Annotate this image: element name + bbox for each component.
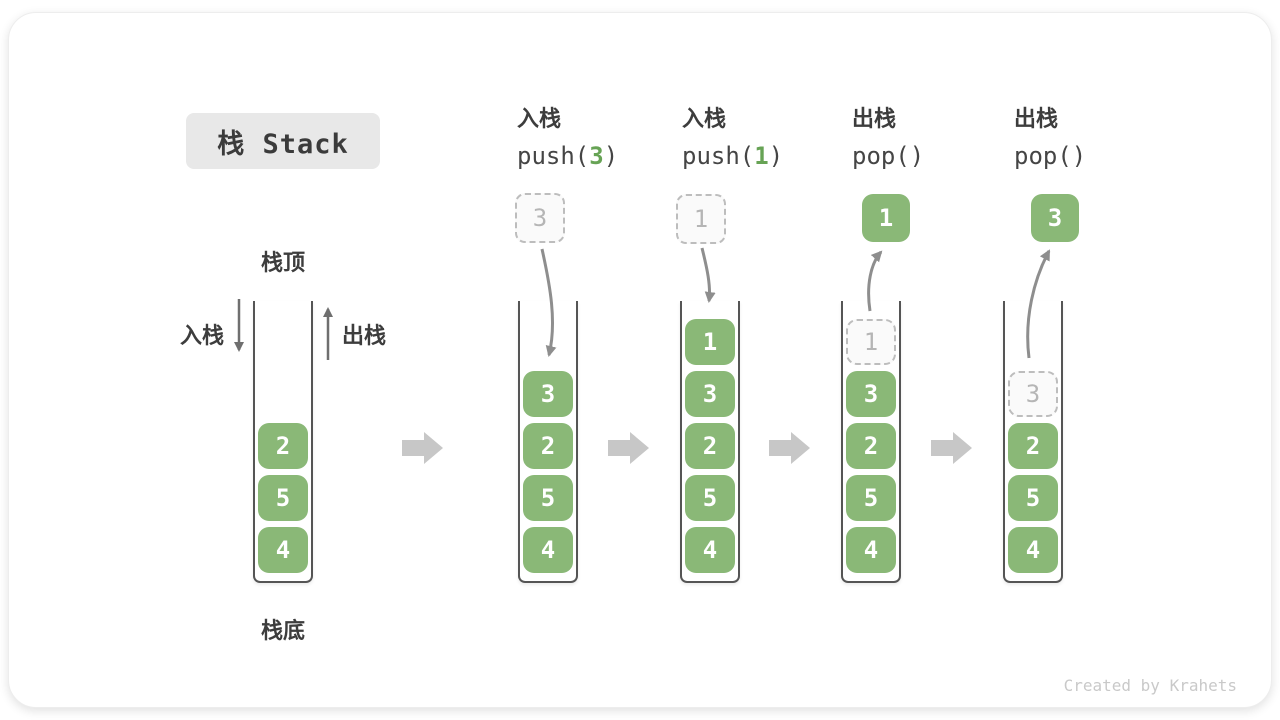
stack-cell-ghost: 1 [846, 319, 896, 365]
title-text: 栈 Stack [217, 128, 349, 160]
stack-cell: 2 [846, 423, 896, 469]
code-arg: 1 [754, 142, 769, 170]
stack-container-after-push-1 [680, 301, 740, 583]
stack-cell: 4 [523, 527, 573, 573]
pop-side-label: 出栈 [342, 323, 387, 348]
operation-code: push(1) [682, 141, 842, 171]
operation-label-push-3: 入栈 push(3) [517, 106, 677, 171]
stack-cell: 5 [523, 475, 573, 521]
operation-code: pop() [1014, 141, 1174, 171]
stack-cell: 1 [685, 319, 735, 365]
stack-cell: 5 [258, 475, 308, 521]
floating-value-ghost: 1 [676, 194, 726, 244]
push-side-label: 入栈 [179, 323, 224, 348]
operation-label-pop-1: 出栈 pop() [852, 106, 1012, 171]
code-pre: pop( [852, 142, 910, 170]
stack-top-label: 栈顶 [260, 250, 305, 275]
stack-cell: 3 [685, 371, 735, 417]
stack-cell: 5 [846, 475, 896, 521]
stack-cell-ghost: 3 [1008, 371, 1058, 417]
floating-value-popped: 3 [1031, 194, 1079, 242]
stack-container-after-push-3 [518, 301, 578, 583]
title-badge: 栈 Stack [186, 113, 380, 169]
code-post: ) [909, 142, 925, 170]
floating-value-popped: 1 [862, 194, 910, 242]
stack-container-initial [253, 301, 313, 583]
stack-cell: 2 [1008, 423, 1058, 469]
code-post: ) [603, 142, 619, 170]
stack-cell: 5 [1008, 475, 1058, 521]
code-pre: pop( [1014, 142, 1072, 170]
stack-container-after-pop-3 [1003, 301, 1063, 583]
stack-cell: 4 [1008, 527, 1058, 573]
floating-value-ghost: 3 [515, 193, 565, 243]
code-post: ) [768, 142, 784, 170]
stack-container-after-pop-1 [841, 301, 901, 583]
code-post: ) [1071, 142, 1087, 170]
stack-cell: 2 [523, 423, 573, 469]
operation-cn: 出栈 [852, 106, 897, 131]
operation-cn: 入栈 [517, 106, 562, 131]
code-pre: push( [517, 142, 590, 170]
operation-code: push(3) [517, 141, 677, 171]
stack-cell: 3 [846, 371, 896, 417]
stack-bottom-label: 栈底 [260, 618, 305, 643]
watermark: Created by Krahets [1063, 676, 1237, 695]
operation-label-push-1: 入栈 push(1) [682, 106, 842, 171]
code-arg: 3 [589, 142, 604, 170]
stack-cell: 2 [685, 423, 735, 469]
operation-cn: 出栈 [1014, 106, 1059, 131]
code-pre: push( [682, 142, 755, 170]
stack-cell: 5 [685, 475, 735, 521]
operation-cn: 入栈 [682, 106, 727, 131]
operation-code: pop() [852, 141, 1012, 171]
stack-cell: 2 [258, 423, 308, 469]
stack-cell: 4 [685, 527, 735, 573]
operation-label-pop-3: 出栈 pop() [1014, 106, 1174, 171]
stack-cell: 4 [258, 527, 308, 573]
stack-cell: 3 [523, 371, 573, 417]
stack-cell: 4 [846, 527, 896, 573]
